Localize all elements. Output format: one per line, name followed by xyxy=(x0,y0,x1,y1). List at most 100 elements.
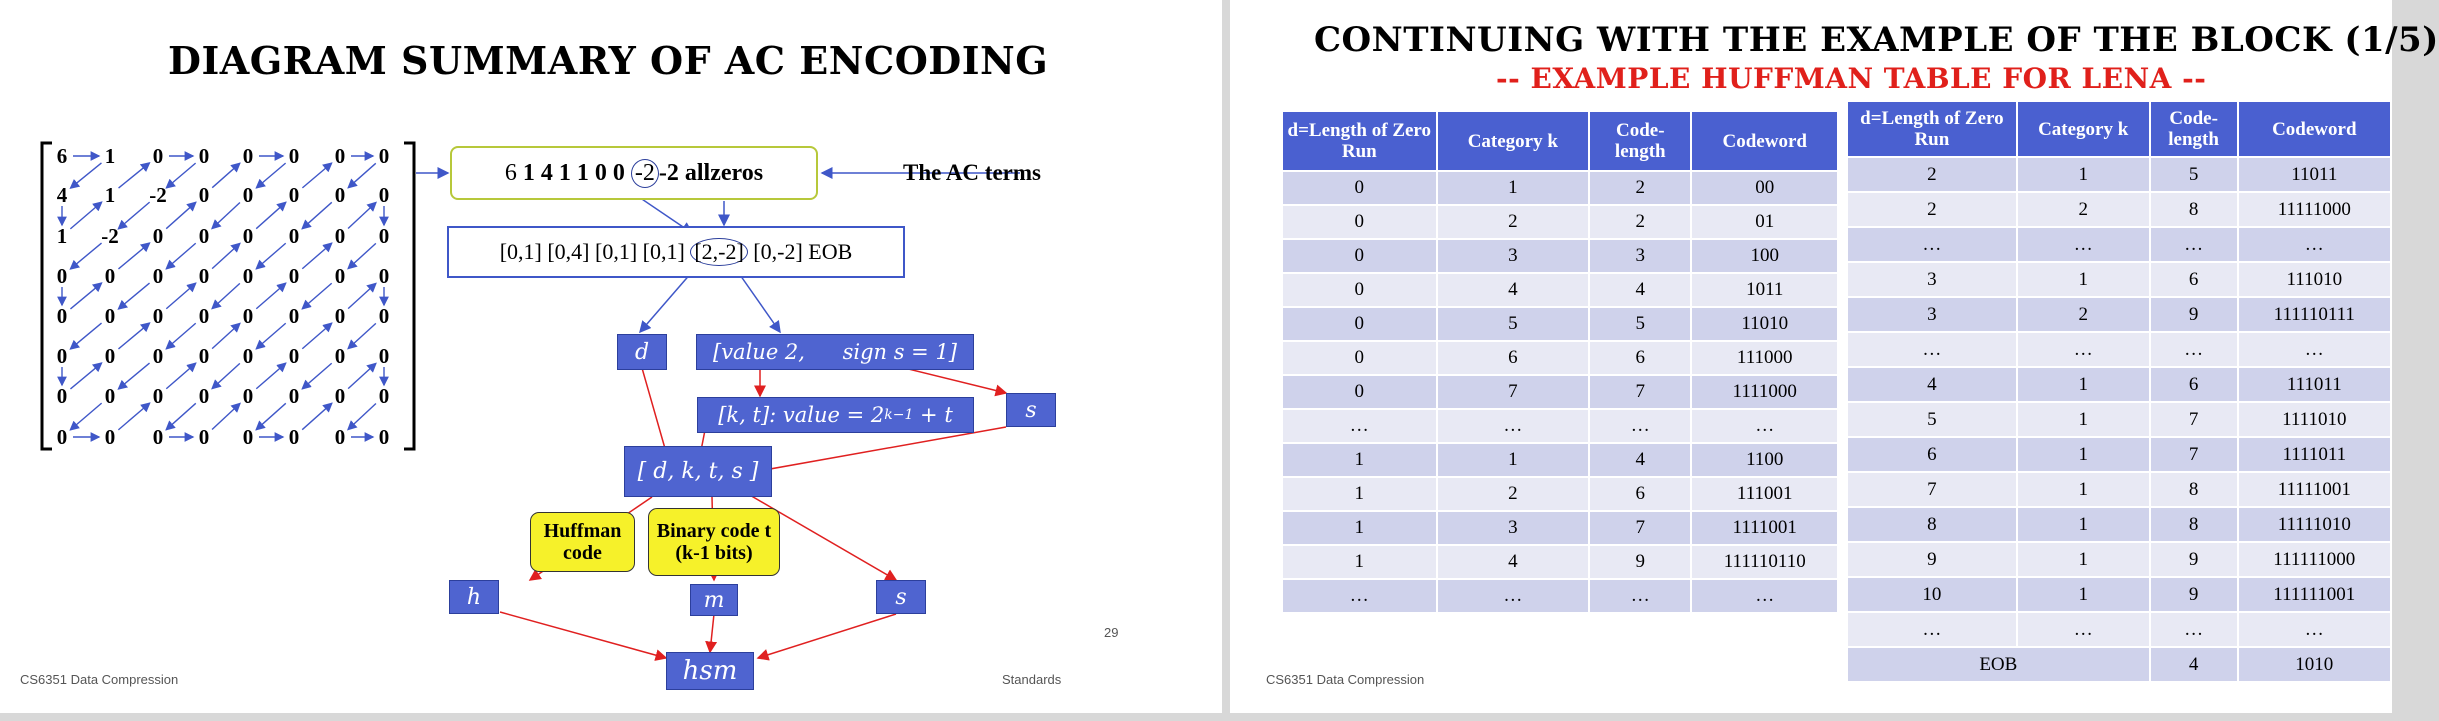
table-cell: 1 xyxy=(2015,471,2151,508)
table-cell: 10 xyxy=(1846,576,2018,613)
table-cell: 01 xyxy=(1690,204,1839,240)
zigzag-arrow xyxy=(117,402,151,431)
matrix-cell: 0 xyxy=(198,304,210,328)
table-cell: … xyxy=(2236,331,2393,368)
table-cell: 111001 xyxy=(1690,476,1839,512)
box-m: m xyxy=(690,584,738,616)
table-cell: … xyxy=(1690,408,1839,444)
zigzag-arrow xyxy=(165,322,197,350)
zigzag-arrow xyxy=(165,362,197,390)
matrix-cell: 0 xyxy=(152,224,164,248)
table-cell: 11111000 xyxy=(2236,191,2393,228)
matrix-cell: 0 xyxy=(198,224,210,248)
matrix-cell: 0 xyxy=(378,183,390,207)
matrix-cell: 0 xyxy=(104,304,116,328)
table-cell: 7 xyxy=(2148,401,2239,438)
table-cell: … xyxy=(1281,408,1438,444)
zigzag-arrow xyxy=(211,201,241,230)
zigzag-arrow xyxy=(255,282,287,310)
table-row: ………… xyxy=(1846,331,2393,368)
zigzag-arrow xyxy=(211,402,241,431)
table-cell: 2 xyxy=(2015,191,2151,228)
zigzag-arrow xyxy=(165,402,197,431)
ac-terms-label: The AC terms xyxy=(903,160,1041,185)
table-cell: 1111011 xyxy=(2236,436,2393,473)
table-cell: 4 xyxy=(1435,544,1591,580)
table-cell: 2 xyxy=(1588,204,1693,240)
zigzag-arrow xyxy=(69,242,102,270)
table-cell: 1 xyxy=(2015,366,2151,403)
zigzag-arrow xyxy=(255,162,287,189)
right-slide: CONTINUING WITH THE EXAMPLE OF THE BLOCK… xyxy=(1230,0,2438,713)
table-cell: 0 xyxy=(1281,204,1438,240)
table-cell: 8 xyxy=(2148,191,2239,228)
matrix-cell: 0 xyxy=(152,344,164,368)
table-cell: 2 xyxy=(1846,156,2018,193)
matrix-cell: 0 xyxy=(334,384,346,408)
table-cell: 3 xyxy=(1435,510,1591,546)
table-cell: 5 xyxy=(1435,306,1591,342)
matrix-cell: 0 xyxy=(152,384,164,408)
matrix-cell: 0 xyxy=(242,183,254,207)
matrix-cell: 0 xyxy=(288,224,300,248)
table-cell: … xyxy=(2236,611,2393,648)
matrix-cell: 0 xyxy=(198,344,210,368)
matrix-cell: 0 xyxy=(56,425,68,449)
matrix-cell: 0 xyxy=(334,344,346,368)
zigzag-arrow xyxy=(347,322,377,350)
matrix-cell: 0 xyxy=(288,264,300,288)
table-cell: 11111001 xyxy=(2236,471,2393,508)
zigzag-arrow xyxy=(301,242,333,270)
table-cell: 9 xyxy=(2148,541,2239,578)
matrix-cell: 0 xyxy=(288,183,300,207)
table-cell: 1 xyxy=(2015,506,2151,543)
table-cell: 7 xyxy=(1846,471,2018,508)
huffman-code-box: Huffman code xyxy=(530,512,635,572)
matrix-cell: 0 xyxy=(152,144,164,168)
table-cell: 1 xyxy=(2015,541,2151,578)
matrix-cell: 0 xyxy=(288,144,300,168)
table-cell: EOB xyxy=(1846,646,2151,683)
binary-code-box: Binary code t (k-1 bits) xyxy=(648,508,780,576)
matrix-cell: 0 xyxy=(152,304,164,328)
table-cell: 11011 xyxy=(2236,156,2393,193)
col-header-run: d=Length of Zero Run xyxy=(1846,100,2018,158)
table-cell: … xyxy=(1846,331,2018,368)
matrix-cell: 0 xyxy=(288,304,300,328)
table-cell: 1 xyxy=(1281,544,1438,580)
table-row: ………… xyxy=(1846,226,2393,263)
table-cell: 1111001 xyxy=(1690,510,1839,546)
table-cell: 9 xyxy=(1588,544,1693,580)
table-cell: … xyxy=(1690,578,1839,614)
table-cell: 6 xyxy=(1435,340,1591,376)
matrix-cell: 0 xyxy=(242,144,254,168)
zigzag-arrow xyxy=(118,162,151,189)
zigzag-arrow xyxy=(118,322,151,350)
table-cell: 4 xyxy=(1588,442,1693,478)
matrix-cell: 0 xyxy=(334,304,346,328)
matrix-cell: 4 xyxy=(56,183,68,207)
table-cell: 100 xyxy=(1690,238,1839,274)
zigzag-arrow xyxy=(165,201,197,230)
table-cell: 9 xyxy=(1846,541,2018,578)
table-cell: 2 xyxy=(1435,476,1591,512)
table-cell: 0 xyxy=(1281,340,1438,376)
matrix-cell: 1 xyxy=(56,224,68,248)
matrix-cell: 0 xyxy=(378,144,390,168)
col-header-category: Category k xyxy=(2015,100,2151,158)
table-cell: 1 xyxy=(1435,170,1591,206)
table-cell: … xyxy=(1846,226,2018,263)
